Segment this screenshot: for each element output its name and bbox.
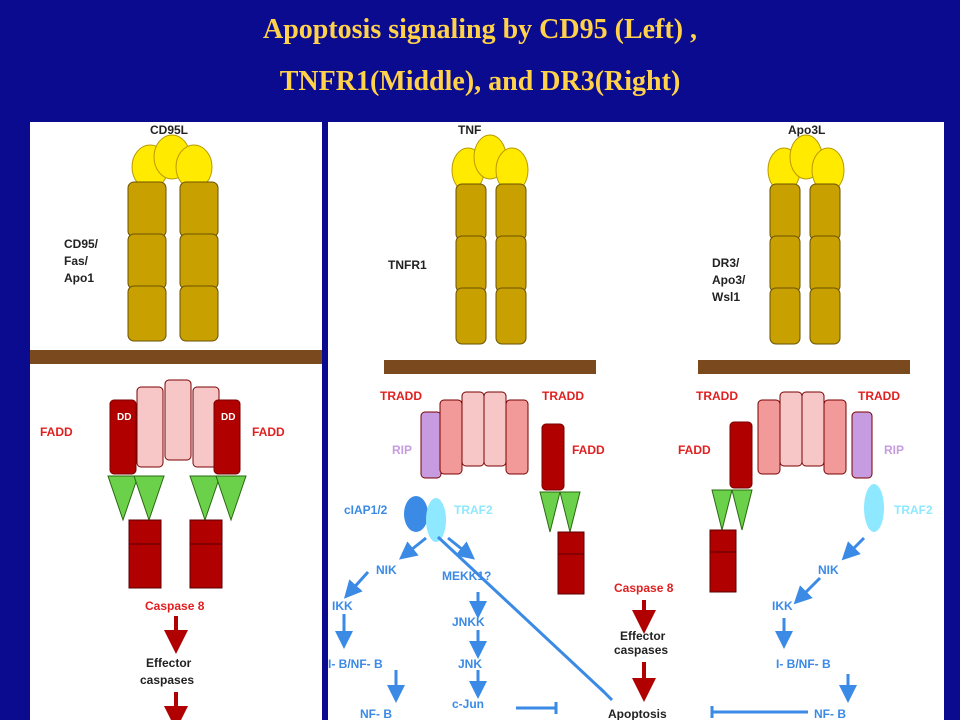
dr3-receptor bbox=[769, 183, 841, 345]
traf2-label: TRAF2 bbox=[454, 503, 493, 517]
dd-label: DD bbox=[117, 412, 131, 423]
rip-label: RIP bbox=[392, 443, 412, 457]
tnf-label: TNF bbox=[458, 123, 481, 137]
dd-label: DD bbox=[221, 412, 235, 423]
fadd-right-label: FADD bbox=[252, 425, 285, 439]
ciap-label: cIAP1/2 bbox=[344, 503, 388, 517]
cd95-label-1: CD95/ bbox=[64, 237, 99, 251]
jnk-label: JNK bbox=[458, 657, 482, 671]
dr3-procaspase-8 bbox=[709, 529, 737, 593]
ded-domains bbox=[107, 475, 247, 522]
ib-nfb-label: I- B/NF- B bbox=[328, 657, 383, 671]
title-line-1: Apoptosis signaling by CD95 (Left) , bbox=[262, 14, 698, 45]
traf2-label-right: TRAF2 bbox=[894, 503, 933, 517]
rip-label-right: RIP bbox=[884, 443, 904, 457]
tradd-right-label: TRADD bbox=[542, 389, 584, 403]
fadd-label: FADD bbox=[572, 443, 605, 457]
nfb-label: NF- B bbox=[360, 707, 392, 720]
cd95-label-3: Apo1 bbox=[64, 271, 94, 285]
effector-label-mid-1: Effector bbox=[620, 629, 666, 643]
tnfr1-dr3-panel: TNF TNFR1 TRADD TRADD RIP FADD bbox=[328, 122, 944, 720]
apoptosis-label: Apoptosis bbox=[608, 707, 667, 720]
ciap-icon bbox=[404, 496, 428, 532]
dr3-ded bbox=[711, 489, 753, 531]
effector-label-2: caspases bbox=[140, 673, 194, 687]
tnfr1-receptor bbox=[455, 183, 527, 345]
dr3-death-domains bbox=[729, 391, 873, 489]
nik-label-right: NIK bbox=[818, 563, 839, 577]
caspase8-label: Caspase 8 bbox=[145, 599, 205, 613]
apo3l-ligand bbox=[767, 134, 845, 193]
dr3-label-1: DR3/ bbox=[712, 256, 740, 270]
ikk-label-right: IKK bbox=[772, 599, 793, 613]
tradd-left-label-right: TRADD bbox=[696, 389, 738, 403]
caspase8-label-mid: Caspase 8 bbox=[614, 581, 674, 595]
tnfr1-death-domains bbox=[420, 391, 565, 491]
mekk1-label: MEKK1? bbox=[442, 569, 491, 583]
effector-label-1: Effector bbox=[146, 656, 192, 670]
tnfr1-ded bbox=[539, 491, 581, 533]
dr3-label-2: Apo3/ bbox=[712, 273, 746, 287]
tradd-left-label: TRADD bbox=[380, 389, 422, 403]
ib-nfb-label-right: I- B/NF- B bbox=[776, 657, 831, 671]
title-line-2: TNFR1(Middle), and DR3(Right) bbox=[279, 66, 681, 97]
tnfr1-label: TNFR1 bbox=[388, 258, 427, 272]
procaspase-8 bbox=[128, 519, 223, 589]
cell-membrane bbox=[30, 350, 322, 364]
fadd-left-label: FADD bbox=[40, 425, 73, 439]
nik-label: NIK bbox=[376, 563, 397, 577]
cd95-label-2: Fas/ bbox=[64, 254, 89, 268]
traf2-icon bbox=[426, 498, 446, 542]
cjun-label: c-Jun bbox=[452, 697, 484, 711]
cd95-receptor bbox=[127, 181, 219, 342]
nfb-label-right: NF- B bbox=[814, 707, 846, 720]
dr3-label-3: Wsl1 bbox=[712, 290, 740, 304]
membrane-right bbox=[698, 360, 910, 374]
traf2-icon-right bbox=[864, 484, 884, 532]
membrane-middle bbox=[384, 360, 596, 374]
jnkk-label: JNKK bbox=[452, 615, 485, 629]
tradd-right-label-right: TRADD bbox=[858, 389, 900, 403]
tnf-ligand bbox=[451, 134, 529, 193]
death-domains bbox=[109, 379, 241, 475]
effector-label-mid-2: caspases bbox=[614, 643, 668, 657]
middle-blue-arrows bbox=[335, 535, 614, 714]
tnfr1-dr3-diagram: TNF TNFR1 TRADD TRADD RIP FADD bbox=[328, 123, 933, 720]
cd95l-ligand bbox=[131, 134, 213, 190]
tnfr1-procaspase-8 bbox=[557, 531, 585, 595]
ikk-label: IKK bbox=[332, 599, 353, 613]
cd95-diagram: CD95L CD95/ Fas/ Apo1 DD DD bbox=[30, 123, 322, 720]
cd95l-label: CD95L bbox=[150, 123, 188, 137]
fadd-label-right: FADD bbox=[678, 443, 711, 457]
right-blue-arrows bbox=[710, 536, 866, 718]
cd95-panel: CD95L CD95/ Fas/ Apo1 DD DD bbox=[30, 122, 322, 720]
apo3l-label: Apo3L bbox=[788, 123, 825, 137]
